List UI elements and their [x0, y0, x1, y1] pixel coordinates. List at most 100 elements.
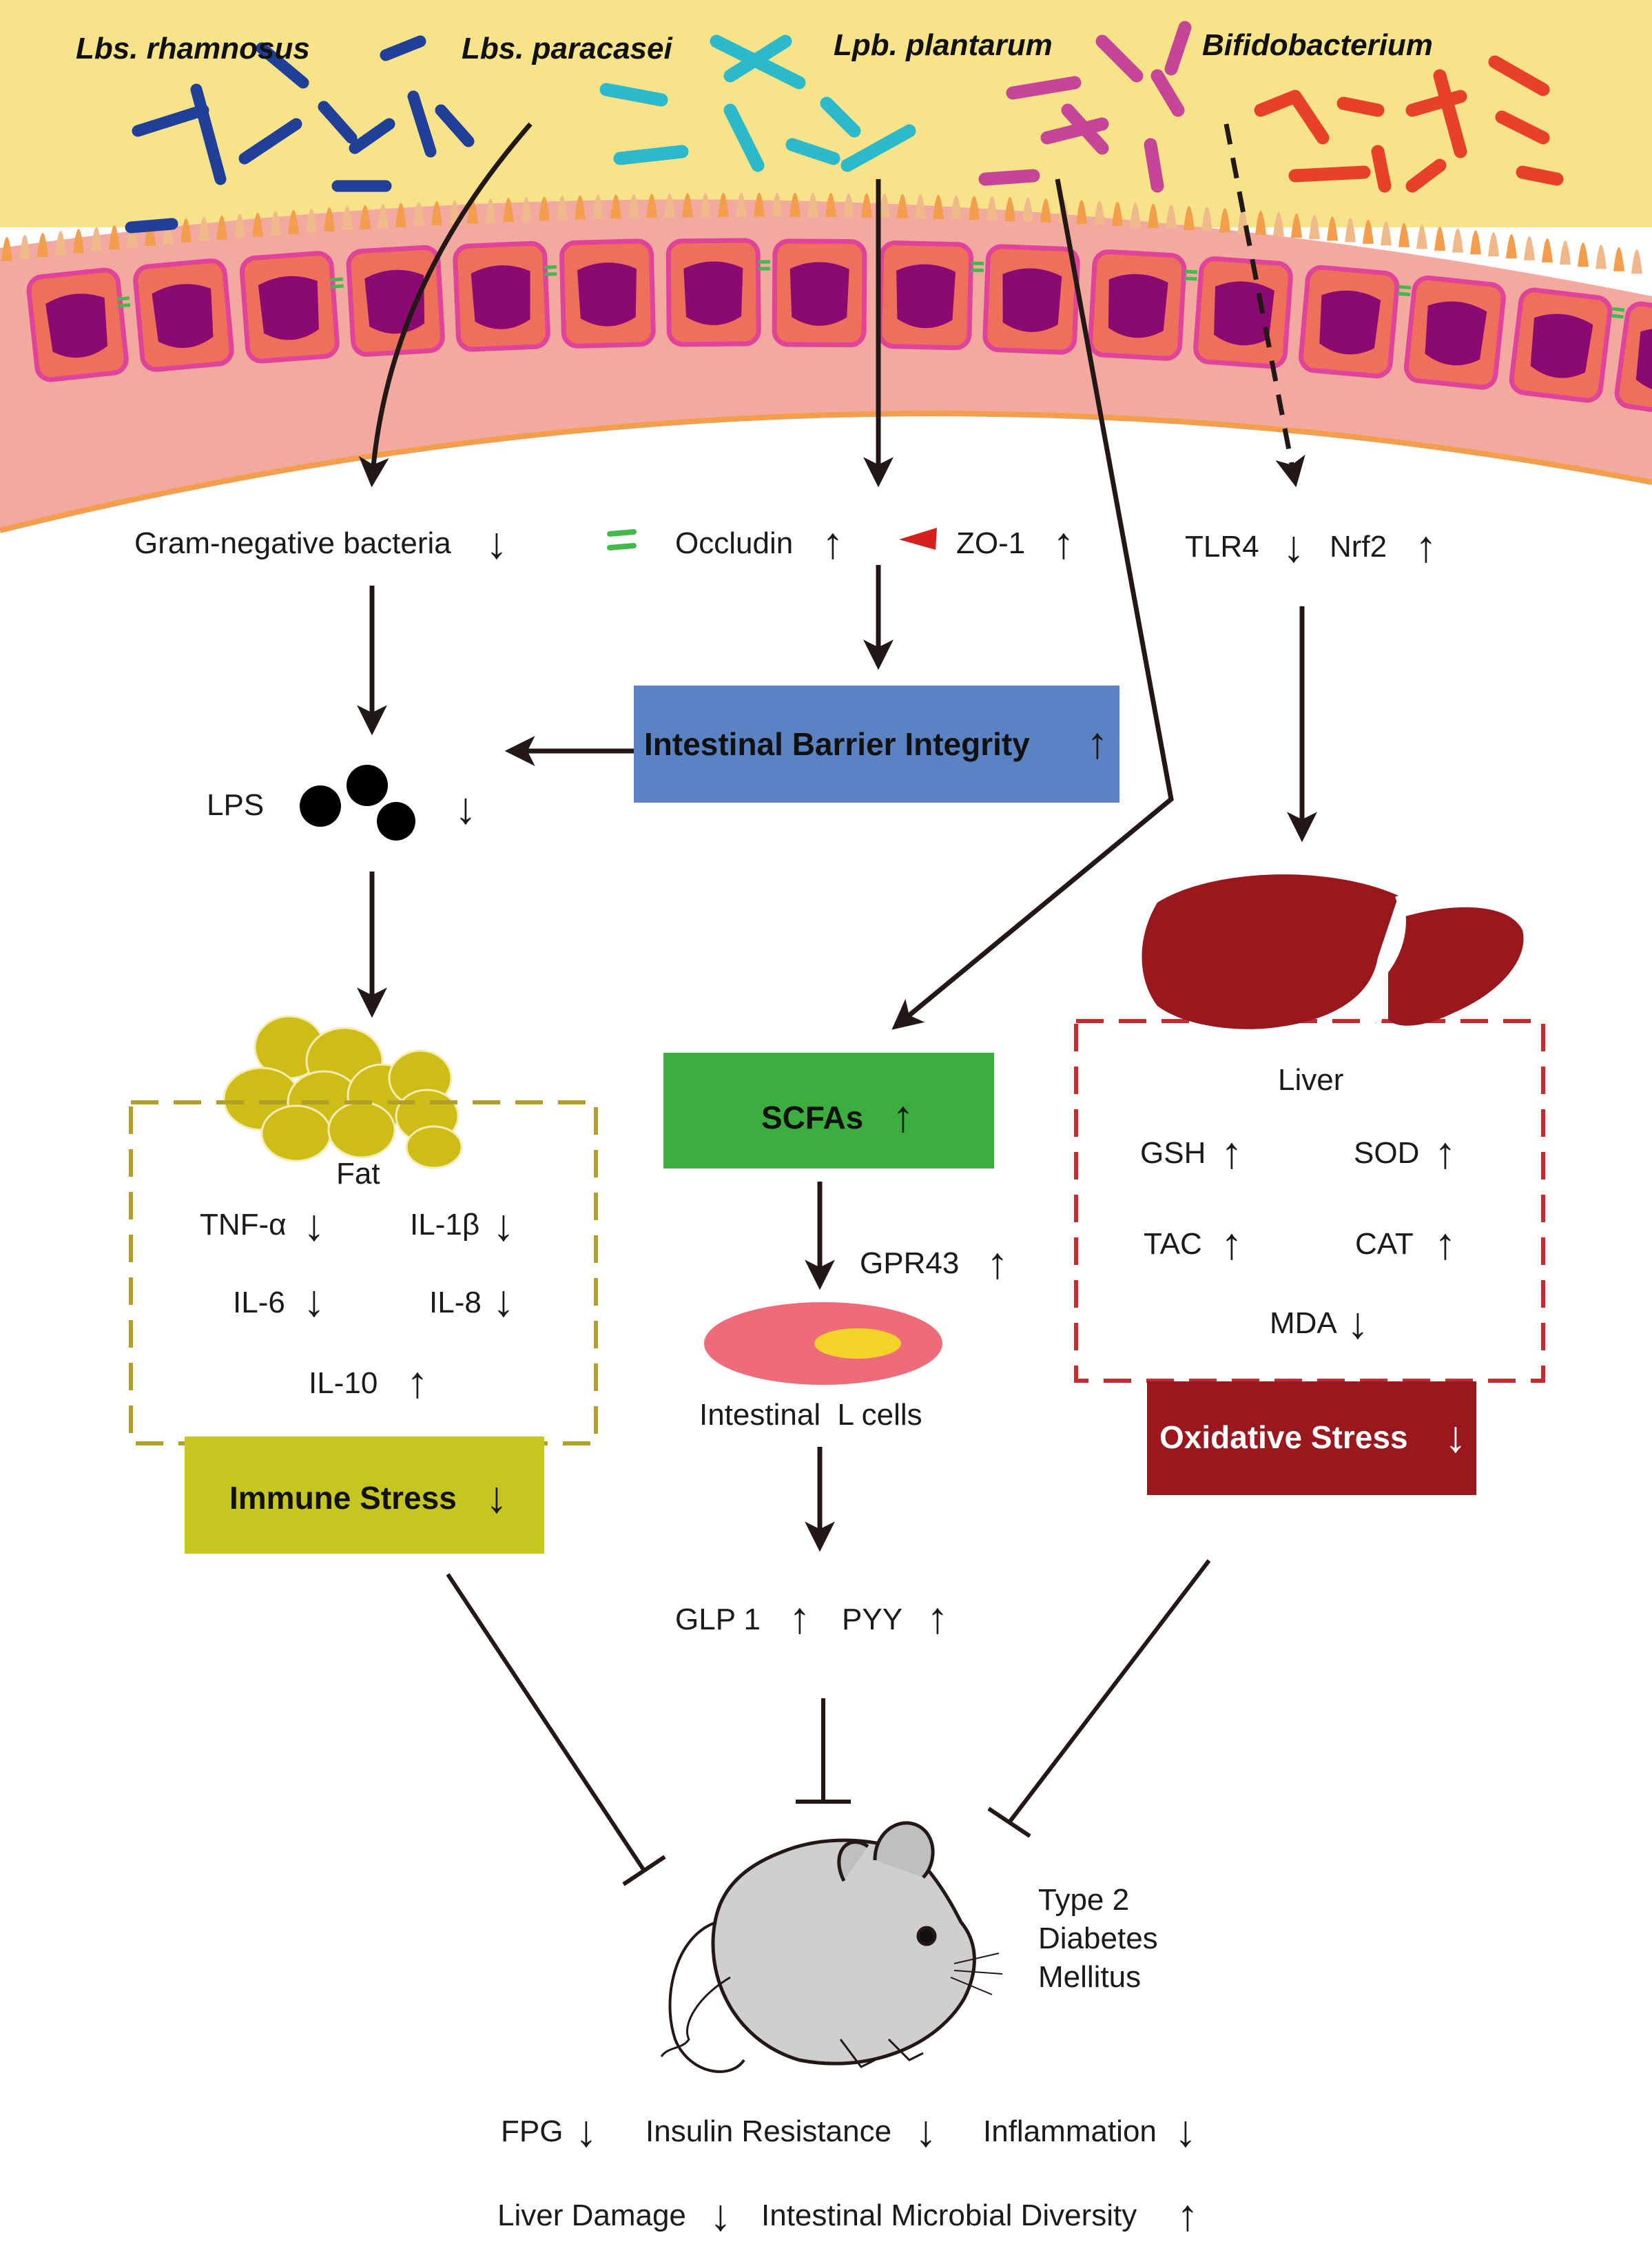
diversity-label: Intestinal Microbial Diversity	[761, 2199, 1137, 2232]
villus	[1542, 238, 1553, 262]
cat-arrow: ↑	[1434, 1219, 1456, 1268]
villus	[1219, 208, 1230, 233]
fpg-label: FPG	[501, 2114, 563, 2148]
il10-label: IL-10	[309, 1366, 378, 1400]
villus	[628, 194, 639, 218]
villus	[789, 192, 801, 217]
epithelial-cell	[1193, 256, 1293, 369]
nucleus	[258, 276, 319, 340]
fat-label: Fat	[336, 1157, 380, 1191]
paracasei-label: Lbs. paracasei	[462, 32, 672, 65]
il8-arrow: ↓	[493, 1276, 515, 1326]
nucleus	[577, 262, 637, 327]
gpr43-arrow: ↑	[987, 1238, 1009, 1288]
immune-arrow: ↓	[486, 1472, 508, 1522]
villus	[270, 211, 281, 236]
oxidative-arrow: ↓	[1445, 1412, 1467, 1461]
villus	[306, 208, 317, 233]
villus	[1291, 214, 1302, 238]
liver-icon	[1142, 874, 1524, 1029]
tight-junction-icon	[330, 277, 344, 289]
immune-box	[185, 1437, 544, 1554]
fpg-arrow: ↓	[575, 2106, 597, 2156]
oxidative-box	[1147, 1381, 1476, 1495]
inhibition-arrows	[446, 1559, 1211, 1886]
occludin-arrow: ↑	[822, 518, 844, 568]
lps-arrow: ↓	[455, 783, 477, 833]
rhamnosus-label: Lbs. rhamnosus	[76, 32, 310, 65]
mda-label: MDA	[1270, 1306, 1337, 1340]
t2dm-line3: Mellitus	[1038, 1960, 1141, 1994]
tnf-label: TNF-α	[200, 1208, 287, 1242]
gram-negative-arrow: ↓	[486, 518, 508, 568]
il1b-label: IL-1β	[410, 1208, 479, 1242]
epithelial-cell	[982, 244, 1080, 355]
l-cell-icon	[704, 1302, 942, 1385]
villus	[413, 202, 424, 227]
epithelial-cell	[239, 251, 340, 364]
nucleus	[1002, 268, 1062, 332]
il6-label: IL-6	[233, 1286, 285, 1319]
villus	[288, 209, 299, 234]
villus	[1201, 207, 1212, 231]
villus	[772, 192, 783, 217]
paracasei-bacteria-icon	[599, 34, 916, 172]
villus	[664, 193, 675, 218]
epithelial-cell	[26, 267, 129, 382]
villus	[915, 194, 926, 219]
inflammation-label: Inflammation	[983, 2114, 1157, 2148]
tight-junction-icon	[757, 260, 771, 271]
villus	[1452, 228, 1463, 253]
villus	[1094, 200, 1105, 225]
il8-label: IL-8	[429, 1286, 482, 1319]
villus	[861, 193, 872, 218]
liver-lobe-divider	[1374, 894, 1406, 1024]
barrier-arrow: ↑	[1086, 718, 1108, 768]
epithelial-cell	[346, 245, 445, 357]
villus	[897, 194, 908, 218]
nucleus	[789, 262, 849, 326]
villus	[109, 225, 120, 250]
villus	[592, 194, 603, 219]
pathway-arrows	[357, 122, 1317, 1552]
nucleus	[152, 284, 214, 348]
nucleus	[1530, 313, 1593, 378]
tight-junction-icon	[1184, 269, 1198, 281]
zo1-arrow: ↑	[1053, 518, 1075, 568]
villus	[1398, 223, 1410, 247]
villus	[1631, 249, 1642, 274]
epithelial-cell	[665, 238, 761, 347]
tight-junction-icon	[971, 261, 984, 272]
villus	[736, 192, 747, 217]
barrier-label: Intestinal Barrier Integrity	[644, 726, 1030, 762]
liver-damage-arrow: ↓	[710, 2190, 732, 2240]
plantarum-bacteria-icon	[978, 21, 1192, 193]
villus	[342, 206, 353, 231]
nucleus	[896, 264, 956, 329]
villus	[1560, 240, 1571, 265]
glp1-label: GLP 1	[675, 1603, 761, 1636]
villus	[252, 212, 263, 237]
villus	[1022, 197, 1033, 222]
villus	[198, 217, 209, 242]
villus	[1, 236, 12, 261]
cat-label: CAT	[1355, 1227, 1414, 1261]
liver-label: Liver	[1278, 1063, 1343, 1097]
villus	[1273, 212, 1284, 236]
zo1-icon	[899, 528, 937, 550]
villus	[969, 196, 980, 220]
villus	[216, 215, 227, 240]
epithelial-cell	[1299, 265, 1400, 379]
villus	[234, 214, 245, 238]
mouse-icon	[660, 1821, 1003, 2073]
villus	[825, 193, 836, 218]
villus	[1184, 205, 1195, 230]
villus	[55, 231, 66, 256]
villus	[1488, 232, 1499, 257]
il1b-arrow: ↓	[493, 1200, 515, 1250]
villus	[610, 194, 621, 219]
occludin-label: Occludin	[675, 526, 793, 560]
tlr4-arrow: ↓	[1283, 522, 1305, 571]
epithelial-cell	[877, 240, 974, 351]
